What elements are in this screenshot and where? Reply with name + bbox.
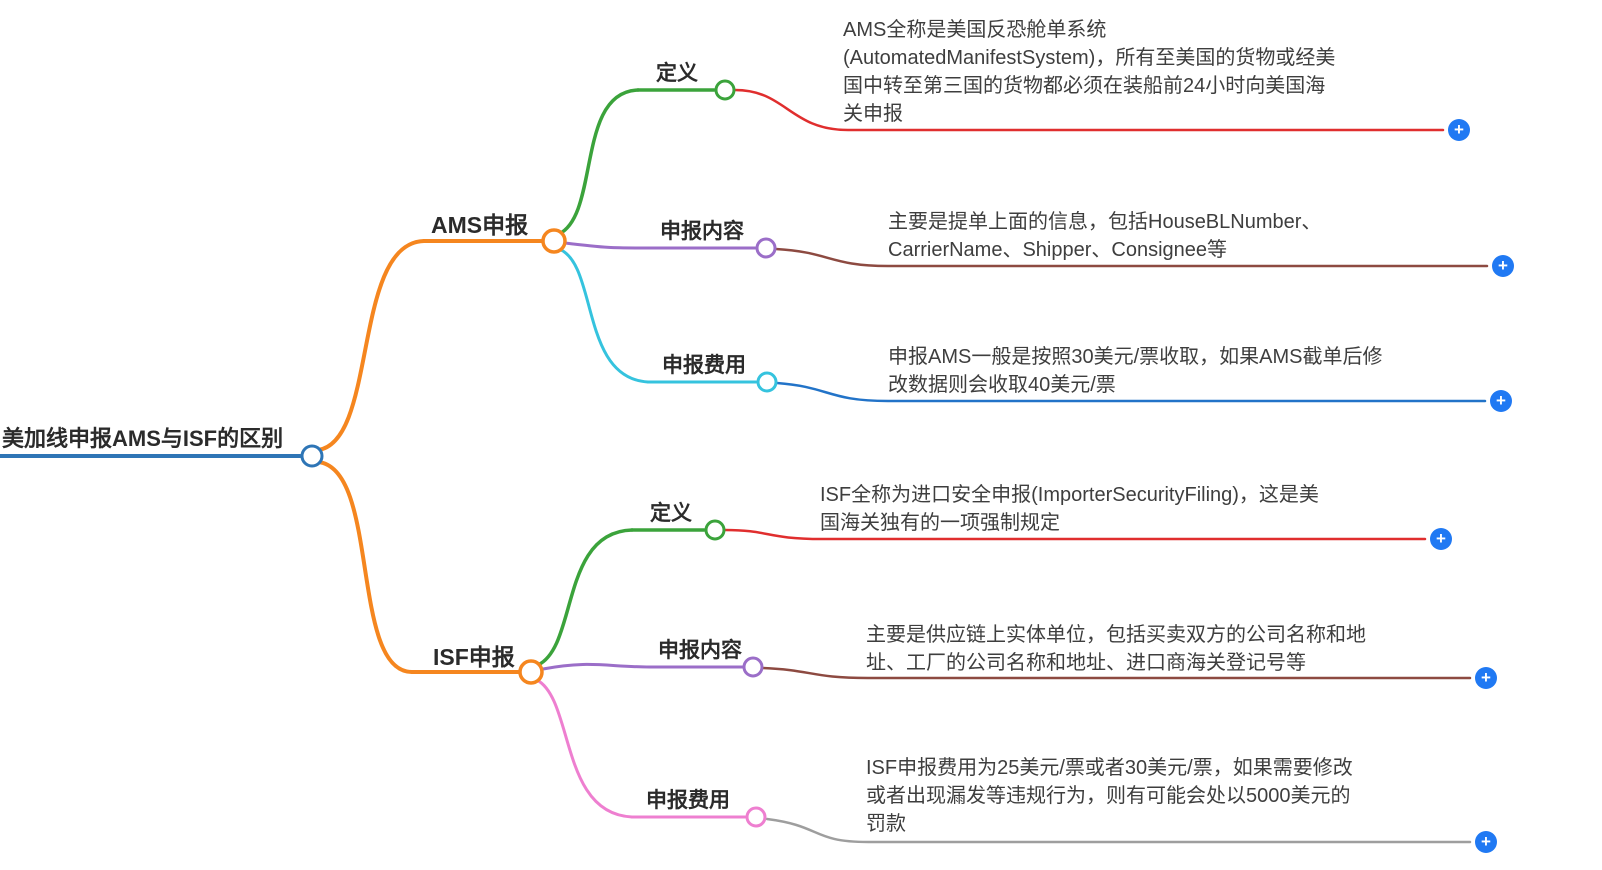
isf-fee-desc[interactable]: ISF申报费用为25美元/票或者30美元/票，如果需要修改 或者出现漏发等违规行… <box>866 754 1353 838</box>
isf-node-label[interactable]: ISF申报 <box>433 644 515 670</box>
desc-line: 主要是提单上面的信息，包括HouseBLNumber、 <box>888 211 1322 233</box>
ams-fee-label[interactable]: 申报费用 <box>662 354 746 377</box>
link-isf-def-desc <box>723 528 1427 541</box>
isf-node-handle[interactable] <box>518 659 544 685</box>
add-button[interactable]: + <box>1492 255 1514 277</box>
add-button[interactable]: + <box>1448 119 1470 141</box>
desc-line: 或者出现漏发等违规行为，则有可能会处以5000美元的 <box>866 785 1351 807</box>
ams-content-label[interactable]: 申报内容 <box>660 220 744 243</box>
ams-content-handle[interactable] <box>755 237 777 259</box>
desc-line: 国中转至第三国的货物都必须在装船前24小时向美国海 <box>843 75 1326 97</box>
ams-node-label[interactable]: AMS申报 <box>431 212 529 238</box>
ams-fee-handle[interactable] <box>756 371 778 393</box>
link-isf-content-desc <box>761 666 1472 680</box>
ams-def-label[interactable]: 定义 <box>656 62 698 85</box>
link-ams-def-desc <box>733 88 1445 132</box>
desc-line: ISF申报费用为25美元/票或者30美元/票，如果需要修改 <box>866 757 1353 779</box>
desc-line: (AutomatedManifestSystem)，所有至美国的货物或经美 <box>843 47 1336 69</box>
isf-fee-label[interactable]: 申报费用 <box>646 789 730 812</box>
ams-def-handle[interactable] <box>714 79 736 101</box>
link-ams-fee-desc <box>775 381 1487 403</box>
edge-ams-to-content <box>563 241 652 250</box>
add-button[interactable]: + <box>1475 831 1497 853</box>
add-button[interactable]: + <box>1430 528 1452 550</box>
desc-line: 申报AMS一般是按照30美元/票收取，如果AMS截单后修 <box>888 346 1383 368</box>
desc-line: 罚款 <box>866 813 906 835</box>
desc-line: 国海关独有的一项强制规定 <box>820 512 1060 534</box>
edge-root-to-isf <box>316 460 414 674</box>
desc-line: ISF全称为进口安全申报(ImporterSecurityFiling)，这是美 <box>820 484 1319 506</box>
edge-isf-to-content <box>541 662 652 671</box>
desc-line: CarrierName、Shipper、Consignee等 <box>888 239 1228 261</box>
isf-content-handle[interactable] <box>742 656 764 678</box>
edge-ams-to-def <box>557 88 640 236</box>
add-button[interactable]: + <box>1475 667 1497 689</box>
isf-def-desc[interactable]: ISF全称为进口安全申报(ImporterSecurityFiling)，这是美… <box>820 481 1319 537</box>
desc-line: 主要是供应链上实体单位，包括买卖双方的公司名称和地 <box>866 624 1366 646</box>
edge-isf-to-def <box>536 528 634 667</box>
isf-fee-handle[interactable] <box>745 806 767 828</box>
ams-node-handle[interactable] <box>541 228 567 254</box>
add-button[interactable]: + <box>1490 390 1512 412</box>
link-isf-fee-desc <box>765 817 1472 844</box>
root-node-handle[interactable] <box>300 444 324 468</box>
edge-root-to-ams <box>316 239 426 452</box>
isf-content-desc[interactable]: 主要是供应链上实体单位，包括买卖双方的公司名称和地 址、工厂的公司名称和地址、进… <box>866 621 1366 677</box>
ams-fee-desc[interactable]: 申报AMS一般是按照30美元/票收取，如果AMS截单后修 改数据则会收取40美元… <box>888 343 1382 399</box>
edge-ams-to-fee <box>557 247 650 384</box>
edge-isf-to-fee <box>535 678 634 819</box>
isf-def-label[interactable]: 定义 <box>650 502 692 525</box>
ams-def-desc[interactable]: AMS全称是美国反恐舱单系统 (AutomatedManifestSystem)… <box>843 16 1335 128</box>
root-node-label[interactable]: 美加线申报AMS与ISF的区别 <box>2 426 284 451</box>
desc-line: 改数据则会收取40美元/票 <box>888 374 1116 396</box>
desc-line: AMS全称是美国反恐舱单系统 <box>843 19 1107 41</box>
desc-line: 关申报 <box>843 103 903 125</box>
ams-content-desc[interactable]: 主要是提单上面的信息，包括HouseBLNumber、 CarrierName、… <box>888 208 1321 264</box>
desc-line: 址、工厂的公司名称和地址、进口商海关登记号等 <box>866 652 1306 674</box>
link-ams-content-desc <box>774 247 1489 268</box>
isf-def-handle[interactable] <box>704 519 726 541</box>
isf-content-label[interactable]: 申报内容 <box>658 639 742 662</box>
